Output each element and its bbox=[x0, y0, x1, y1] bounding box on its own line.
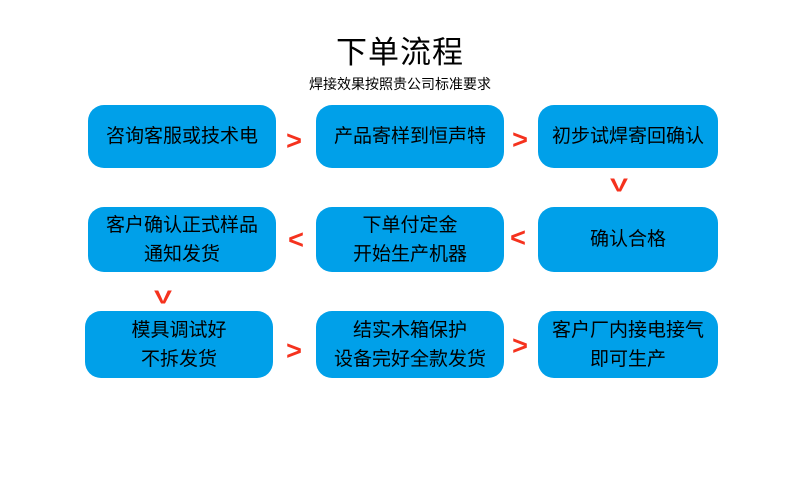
step-label: 设备完好全款发货 bbox=[333, 348, 486, 370]
flow-step-trial-weld: 初步试焊寄回确认 bbox=[538, 105, 718, 168]
arrow-down-icon: V bbox=[609, 174, 629, 196]
arrow-right-icon: > bbox=[286, 125, 302, 156]
step-label: 不拆发货 bbox=[140, 348, 217, 370]
step-label: 模具调试好 bbox=[131, 319, 227, 341]
header: 下单流程 焊接效果按照贵公司标准要求 bbox=[0, 35, 800, 93]
step-label: 咨询客服或技术电 bbox=[105, 126, 258, 147]
step-label: 即可生产 bbox=[589, 348, 666, 370]
flow-step-send-sample: 产品寄样到恒声特 bbox=[316, 105, 504, 168]
step-label: 下单付定金 bbox=[362, 214, 458, 236]
step-label: 客户厂内接电接气 bbox=[551, 319, 704, 341]
flow-step-confirm-sample: 客户确认正式样品 通知发货 bbox=[88, 207, 276, 272]
flow-step-mold-debugged: 模具调试好 不拆发货 bbox=[85, 311, 273, 378]
step-label: 开始生产机器 bbox=[352, 243, 467, 265]
step-label: 通知发货 bbox=[143, 243, 220, 265]
flow-step-customer-production: 客户厂内接电接气 即可生产 bbox=[538, 311, 718, 378]
step-label: 产品寄样到恒声特 bbox=[333, 126, 486, 147]
arrow-right-icon: > bbox=[286, 335, 302, 366]
flow-step-wooden-crate: 结实木箱保护 设备完好全款发货 bbox=[316, 311, 504, 378]
arrow-left-icon: < bbox=[510, 222, 526, 253]
arrow-right-icon: > bbox=[512, 330, 528, 361]
step-label: 结实木箱保护 bbox=[352, 319, 467, 341]
step-label: 初步试焊寄回确认 bbox=[551, 126, 704, 147]
flow-step-order-deposit: 下单付定金 开始生产机器 bbox=[316, 207, 504, 272]
step-label: 客户确认正式样品 bbox=[105, 214, 258, 236]
arrow-right-icon: > bbox=[512, 124, 528, 155]
flow-step-confirm-qualified: 确认合格 bbox=[538, 207, 718, 272]
arrow-down-icon: V bbox=[153, 286, 173, 308]
step-label: 确认合格 bbox=[589, 229, 666, 250]
arrow-left-icon: < bbox=[288, 224, 304, 255]
flow-step-consult: 咨询客服或技术电 bbox=[88, 105, 276, 168]
page-title: 下单流程 bbox=[336, 35, 464, 70]
page-subtitle: 焊接效果按照贵公司标准要求 bbox=[309, 76, 491, 92]
